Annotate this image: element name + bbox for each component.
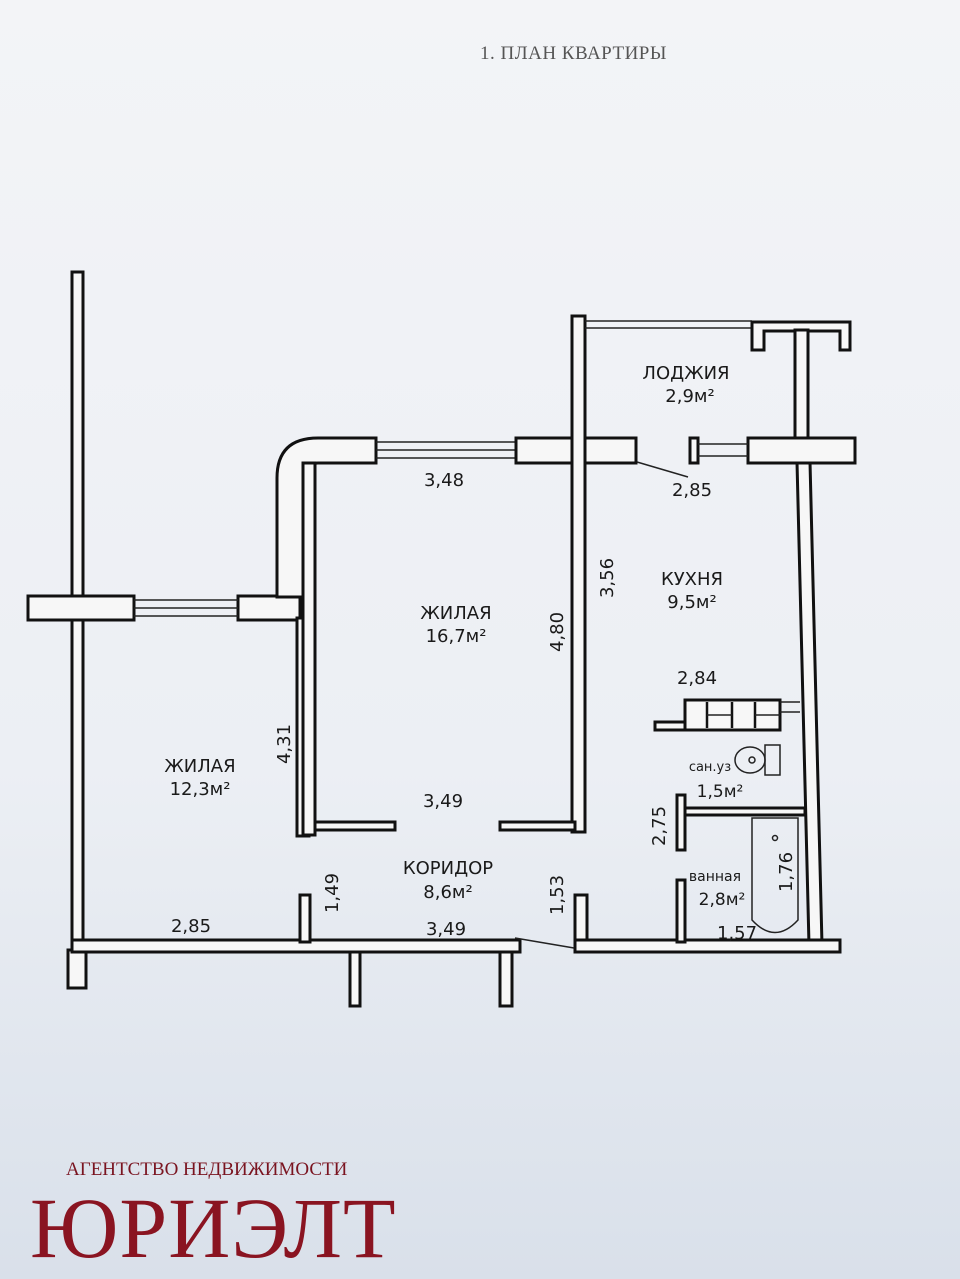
room-area-kitchen: 9,5м² (667, 592, 716, 613)
page-title: 1. ПЛАН КВАРТИРЫ (480, 43, 667, 64)
dim-label: 4,80 (547, 612, 568, 652)
room-labels: ЛОДЖИЯ 2,9м² КУХНЯ 9,5м² ЖИЛАЯ 16,7м² ЖИ… (164, 363, 745, 910)
walls (26, 270, 857, 1008)
dim-label: 3,48 (424, 470, 464, 491)
dim-label: 3,49 (423, 791, 463, 812)
dim-label: 1,49 (322, 873, 343, 913)
room-name-bathroom: ванная (689, 869, 741, 885)
dim-label: 3,56 (597, 558, 618, 598)
room-area-corridor: 8,6м² (423, 882, 472, 903)
room-name-wc: сан.уз (689, 760, 731, 775)
dim-label: 2,85 (171, 916, 211, 937)
room-area-loggia: 2,9м² (665, 386, 714, 407)
dim-label: 3,49 (426, 919, 466, 940)
dim-label: 1,53 (547, 875, 568, 915)
dim-label: 2,84 (677, 668, 717, 689)
room-area-wc: 1,5м² (697, 782, 744, 802)
room-name-corridor: КОРИДОР (403, 858, 493, 879)
dimension-labels: 3,48 2,85 3,56 4,80 2,84 4,31 3,49 1,49 … (171, 470, 797, 944)
dim-label: 4,31 (274, 724, 295, 764)
dim-label: 1,76 (776, 852, 797, 892)
watermark-agency: АГЕНТСТВО НЕДВИЖИМОСТИ (66, 1159, 348, 1180)
room-name-living-small: ЖИЛАЯ (164, 756, 235, 777)
room-area-living-small: 12,3м² (170, 779, 231, 800)
room-name-kitchen: КУХНЯ (661, 569, 723, 590)
room-name-living-large: ЖИЛАЯ (420, 603, 491, 624)
watermark-brand-logo: ЮРИЭЛТ (30, 1180, 397, 1276)
dim-label: 1,57 (717, 923, 757, 944)
dim-label: 2,85 (672, 480, 712, 501)
room-area-living-large: 16,7м² (426, 626, 487, 647)
room-area-bathroom: 2,8м² (699, 890, 746, 910)
dim-label: 2,75 (649, 806, 670, 846)
room-name-loggia: ЛОДЖИЯ (642, 363, 729, 384)
